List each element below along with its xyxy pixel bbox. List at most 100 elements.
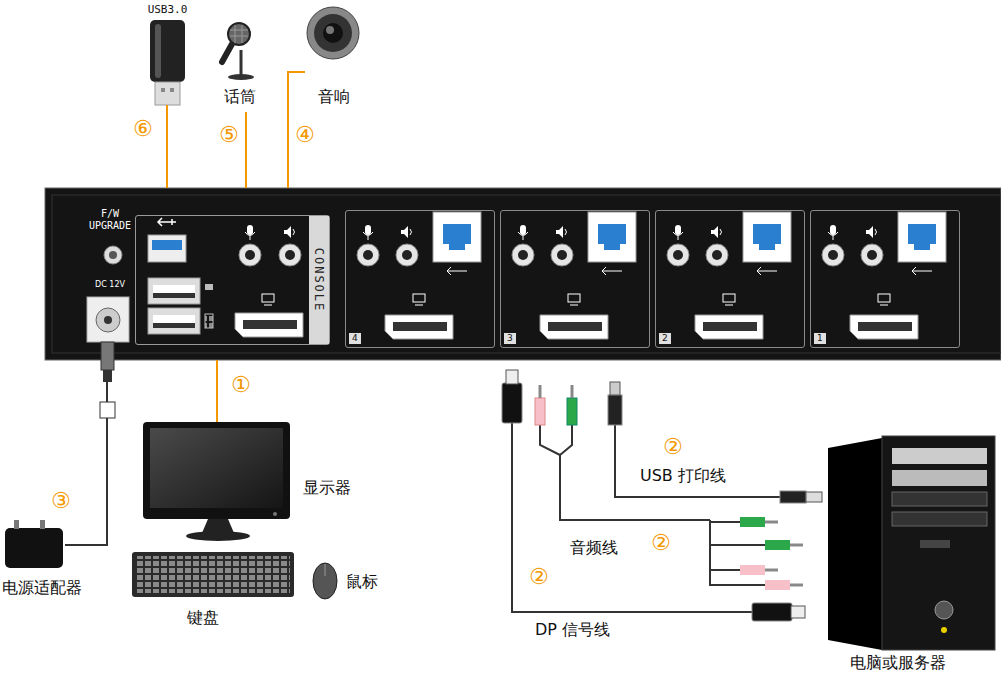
dp-port xyxy=(540,315,608,339)
mouse: 鼠标 xyxy=(313,563,337,599)
port-number: 4 xyxy=(349,333,361,344)
dp-glyph xyxy=(568,294,580,302)
audio-plug-pink xyxy=(740,565,765,575)
mic-handle xyxy=(222,44,232,62)
usb-glyph xyxy=(447,267,467,275)
mic-glyph xyxy=(247,225,253,235)
mic-grille xyxy=(230,25,248,43)
speaker-cone-inner xyxy=(323,23,343,43)
dp-port xyxy=(850,315,918,339)
computer: 电脑或服务器 xyxy=(828,432,995,650)
cable-connector xyxy=(167,105,168,188)
usb-b-port xyxy=(433,212,481,262)
pc-drive-bay xyxy=(892,512,987,526)
node-label: 显示器 xyxy=(303,478,351,499)
audio-jack-hole xyxy=(867,250,877,260)
dp-glyph xyxy=(262,294,274,302)
dp-port-slot xyxy=(393,322,447,331)
dc-plug-strain xyxy=(103,370,112,382)
usb-symbol xyxy=(158,218,176,226)
port-number: 3 xyxy=(504,333,516,344)
keyboard: 键盘 xyxy=(132,552,294,597)
computer-port-group: 2 xyxy=(655,210,805,348)
audio-jack-hole xyxy=(363,250,373,260)
audio-jack xyxy=(239,244,261,266)
speaker-dust-cap xyxy=(326,26,334,34)
node-label: 键盘 xyxy=(187,608,219,629)
usb-glyph xyxy=(602,267,622,275)
speaker xyxy=(307,7,359,59)
pc-led xyxy=(941,627,947,633)
usb-a-port xyxy=(148,278,200,304)
computer-port-group: 4 xyxy=(345,210,495,348)
console-section: CONSOLE xyxy=(135,215,330,345)
usb-a-tongue xyxy=(153,293,195,298)
usb-a-port xyxy=(148,308,200,334)
cable-label: USB 打印线 xyxy=(640,466,726,487)
callout-number: ② xyxy=(528,566,550,588)
dp-port-slot xyxy=(858,322,912,331)
cable-label: 音频线 xyxy=(570,538,618,559)
usb-b-plug-tip xyxy=(610,382,620,395)
usb-a-slot xyxy=(153,285,195,293)
dc-plug xyxy=(101,342,114,370)
audio-jack xyxy=(279,244,301,266)
panel-bevel xyxy=(52,195,1001,353)
dp-plug xyxy=(752,603,792,621)
pc-front xyxy=(882,436,995,650)
node-label: 话筒 xyxy=(215,87,265,108)
monitor-screen xyxy=(150,428,283,508)
dp-port xyxy=(235,313,303,337)
audio-plug-tip xyxy=(539,385,542,398)
callout-number: ⑥ xyxy=(132,118,154,140)
audio-jack-hole xyxy=(402,250,412,260)
pc-drive-bay xyxy=(892,492,987,506)
audio-jack xyxy=(706,244,728,266)
speaker-glyph-wave xyxy=(293,229,295,235)
usb-drive: USB3.0 xyxy=(140,3,195,105)
pc-side xyxy=(828,438,882,650)
mic-glyph-stand xyxy=(518,232,528,240)
audio-jack xyxy=(861,244,883,266)
audio-plug-tip xyxy=(790,544,803,547)
node-label: 电脑或服务器 xyxy=(850,653,946,674)
computer-port-group: 1 xyxy=(810,210,960,348)
mic-stand xyxy=(240,50,243,76)
mic-glyph xyxy=(365,225,371,235)
pc-drive-bay xyxy=(892,470,987,486)
dp-port-slot xyxy=(548,322,602,331)
usb-print-cable xyxy=(615,425,780,497)
usb-drive-plug xyxy=(155,82,180,105)
node-label: F/W UPGRADE xyxy=(78,208,142,232)
pc-drive-bay xyxy=(892,448,987,464)
mic-glyph xyxy=(675,225,681,235)
connector-line xyxy=(166,105,168,188)
keyboard-keys xyxy=(136,556,290,593)
microphone: 话筒 xyxy=(215,20,265,108)
mic-glyph xyxy=(520,225,526,235)
monitor-base xyxy=(186,531,250,541)
dc-jack xyxy=(87,297,129,342)
audio-plug-green xyxy=(740,517,765,527)
console-label: CONSOLE xyxy=(312,248,326,313)
computer-port-group: 3 xyxy=(500,210,650,348)
dp-cable xyxy=(512,423,752,612)
usb-drive-hole xyxy=(170,88,174,92)
audio-plug-green xyxy=(567,398,577,425)
cable-connector xyxy=(246,112,247,188)
dc-jack-pin xyxy=(104,316,112,324)
node-label: USB3.0 xyxy=(140,3,195,16)
usb-b-socket xyxy=(598,224,626,250)
dp-glyph xyxy=(878,294,890,302)
usb-a-plug xyxy=(780,491,806,503)
mic-glyph-stand xyxy=(245,232,255,240)
mic-glyph-stand xyxy=(363,232,373,240)
audio-jack-hole xyxy=(673,250,683,260)
audio-jack-hole xyxy=(285,250,295,260)
callout-number: ② xyxy=(662,436,684,458)
dp-glyph-base xyxy=(415,305,423,306)
speaker-glyph xyxy=(284,226,291,238)
usb-b-port xyxy=(743,212,791,262)
dp-port-slot xyxy=(243,320,297,329)
dp-glyph-base xyxy=(570,305,578,306)
